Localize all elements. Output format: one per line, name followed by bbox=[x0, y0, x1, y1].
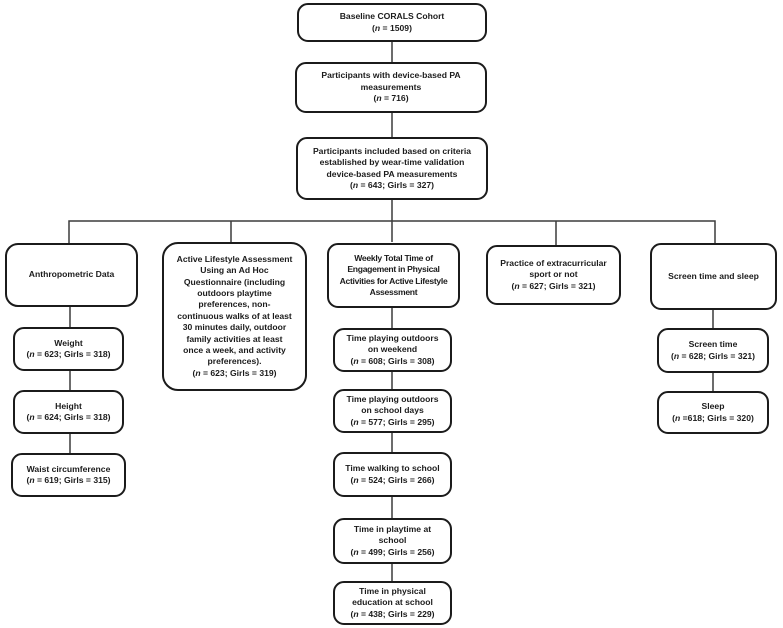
node-extracurricular-sport: Practice of extracurricular sport or not… bbox=[486, 245, 621, 305]
node-physical-education: Time in physical education at school (n … bbox=[333, 581, 452, 625]
node-stat: (n = 499; Girls = 256) bbox=[350, 546, 435, 557]
node-inclusion-criteria: Participants included based on criteria … bbox=[296, 137, 488, 200]
node-title: Screen time bbox=[688, 339, 738, 350]
node-adhoc-questionnaire: Active Lifestyle Assessment Using an Ad … bbox=[162, 242, 307, 391]
node-stat: (n = 624; Girls = 318) bbox=[26, 412, 111, 422]
node-title: Weight bbox=[54, 337, 83, 348]
node-stat: (n = 623; Girls = 318) bbox=[26, 349, 111, 359]
node-title: Time playing outdoors on weekend bbox=[346, 332, 439, 355]
node-waist-circumference: Waist circumference (n = 619; Girls = 31… bbox=[11, 453, 126, 497]
node-stat: (n = 524; Girls = 266) bbox=[350, 474, 435, 485]
node-screen-time: Screen time (n = 628; Girls = 321) bbox=[657, 328, 769, 373]
node-outdoors-weekend: Time playing outdoors on weekend (n = 60… bbox=[333, 328, 452, 372]
node-title: Time playing outdoors on school days bbox=[346, 393, 439, 416]
node-stat: (n = 1509) bbox=[372, 22, 412, 33]
node-title: Participants with device-based PA measur… bbox=[321, 70, 461, 92]
node-stat: (n = 716) bbox=[373, 93, 409, 104]
node-title: Time walking to school bbox=[345, 463, 440, 474]
node-device-pa-measurements: Participants with device-based PA measur… bbox=[295, 62, 487, 113]
node-baseline-cohort: Baseline CORALS Cohort (n = 1509) bbox=[297, 3, 487, 42]
node-playtime-at-school: Time in playtime at school (n = 499; Gir… bbox=[333, 518, 452, 564]
node-stat: (n = 438; Girls = 229) bbox=[350, 608, 435, 619]
node-height: Height (n = 624; Girls = 318) bbox=[13, 390, 124, 434]
node-weekly-total-time: Weekly Total Time of Engagement in Physi… bbox=[327, 243, 460, 308]
node-walking-to-school: Time walking to school (n = 524; Girls =… bbox=[333, 452, 452, 497]
node-weight: Weight (n = 623; Girls = 318) bbox=[13, 327, 124, 371]
node-title: Waist circumference bbox=[26, 463, 111, 474]
node-title: Time in physical education at school bbox=[352, 585, 433, 608]
node-title: Weekly Total Time of Engagement in Physi… bbox=[339, 252, 448, 297]
node-title: Practice of extracurricular sport or not bbox=[500, 257, 607, 280]
node-stat: (n = 628; Girls = 321) bbox=[670, 350, 756, 361]
node-title: Participants included based on criteria … bbox=[312, 145, 472, 179]
node-title: Active Lifestyle Assessment Using an Ad … bbox=[176, 254, 293, 367]
node-stat: (n = 619; Girls = 315) bbox=[26, 475, 111, 485]
node-stat: (n = 643; Girls = 327) bbox=[349, 179, 435, 190]
node-stat: (n =618; Girls = 320) bbox=[672, 412, 754, 423]
node-title: Screen time and sleep bbox=[668, 270, 759, 281]
node-title: Baseline CORALS Cohort bbox=[339, 11, 445, 22]
node-sleep: Sleep (n =618; Girls = 320) bbox=[657, 391, 769, 434]
node-title: Sleep bbox=[701, 401, 725, 412]
node-screen-time-and-sleep: Screen time and sleep bbox=[650, 243, 777, 310]
node-outdoors-school-days: Time playing outdoors on school days (n … bbox=[333, 389, 452, 433]
node-stat: (n = 623; Girls = 319) bbox=[192, 367, 277, 378]
node-stat: (n = 608; Girls = 308) bbox=[350, 355, 435, 366]
node-stat: (n = 627; Girls = 321) bbox=[511, 280, 596, 291]
node-title: Time in playtime at school bbox=[353, 523, 432, 546]
node-stat: (n = 577; Girls = 295) bbox=[350, 416, 435, 427]
node-title: Anthropometric Data bbox=[28, 269, 115, 280]
node-anthropometric-data: Anthropometric Data bbox=[5, 243, 138, 307]
node-title: Height bbox=[55, 400, 82, 411]
